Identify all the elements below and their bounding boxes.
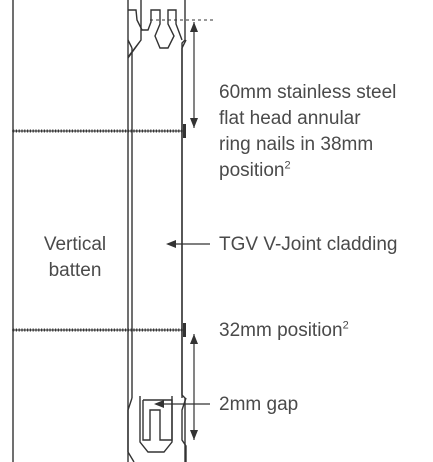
bottom-joint-detail bbox=[127, 397, 187, 462]
cladding-label: TGV V-Joint cladding bbox=[219, 234, 398, 255]
dimension-32mm-arrow bbox=[190, 334, 198, 440]
top-joint-detail bbox=[128, 9, 183, 49]
cladding-board-profile bbox=[127, 0, 186, 462]
nails-line-2: flat head annular bbox=[219, 108, 361, 129]
upper-nail-icon bbox=[12, 124, 186, 138]
nails-line-4: position2 bbox=[219, 159, 291, 181]
gap-label: 2mm gap bbox=[219, 394, 299, 415]
bottom-tongue bbox=[139, 396, 173, 453]
nails-line-3: ring nails in 38mm bbox=[219, 134, 374, 155]
nails-footnote-sup: 2 bbox=[284, 159, 291, 172]
gap-leader-arrow bbox=[154, 400, 210, 408]
top-v-right bbox=[181, 39, 187, 49]
lower-nail-icon bbox=[12, 323, 186, 337]
cladding-leader-arrow bbox=[166, 240, 210, 248]
nails-line-1: 60mm stainless steel bbox=[219, 82, 397, 103]
nails-description-label: 60mm stainless steel flat head annular r… bbox=[219, 80, 396, 184]
batten-line-1: Vertical bbox=[43, 234, 107, 255]
top-v-left bbox=[127, 39, 133, 49]
batten-line-2: batten bbox=[48, 260, 102, 281]
position32-footnote-sup: 2 bbox=[342, 319, 349, 332]
position-32mm-label: 32mm position2 bbox=[219, 319, 349, 341]
batten-label: Vertical batten bbox=[30, 232, 120, 284]
dimension-38mm-arrow bbox=[190, 22, 198, 128]
